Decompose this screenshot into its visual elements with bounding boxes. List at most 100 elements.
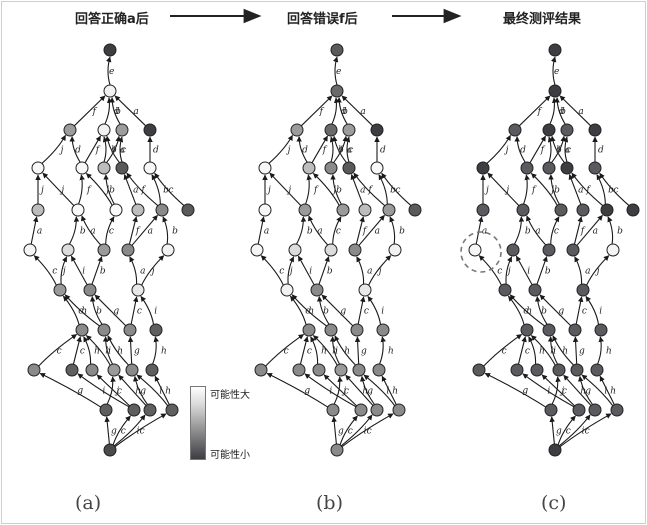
edge-label: j xyxy=(288,266,293,276)
edge-label: b xyxy=(545,266,551,276)
graph-node xyxy=(109,203,123,217)
graph-node xyxy=(115,161,129,175)
graph-edge xyxy=(84,135,101,164)
edge-label: i xyxy=(386,386,389,396)
graph-edge xyxy=(123,174,137,205)
graph-edge xyxy=(102,136,109,163)
edge-label: c xyxy=(307,346,312,356)
graph-node xyxy=(107,363,121,377)
graph-edge xyxy=(78,174,85,205)
graph-node xyxy=(65,363,79,377)
edge-label: a xyxy=(133,185,138,195)
graph-edge xyxy=(581,374,614,407)
graph-edge xyxy=(41,134,66,164)
graph-node xyxy=(560,123,574,137)
graph-node xyxy=(71,203,85,217)
graph-node xyxy=(376,323,390,337)
graph-node xyxy=(570,363,584,377)
graph-node xyxy=(83,283,97,297)
edge-label: i xyxy=(547,386,550,396)
graph-edge xyxy=(345,374,374,406)
graph-edge xyxy=(551,376,561,405)
graph-edge xyxy=(38,334,78,367)
graph-edge xyxy=(355,216,365,245)
graph-edge xyxy=(118,374,147,406)
edge-label: c xyxy=(364,306,369,316)
graph-edge xyxy=(105,216,115,245)
graph-edge xyxy=(548,174,560,205)
graph-node xyxy=(143,161,157,175)
edge-label: a xyxy=(585,266,590,276)
graph-node xyxy=(382,203,396,217)
graph-edge xyxy=(300,95,333,127)
graph-edge xyxy=(333,135,348,163)
edge-label: i xyxy=(364,426,367,436)
graph-edge xyxy=(268,134,293,164)
graph-edge xyxy=(105,56,112,86)
edge-label: e xyxy=(336,67,341,77)
graph-node xyxy=(588,161,602,175)
graph-node xyxy=(155,203,169,217)
edge-label: a xyxy=(120,145,125,155)
graph-edge xyxy=(307,215,329,246)
edge-label: c xyxy=(585,426,590,436)
graph-edge xyxy=(291,294,327,327)
graph-node xyxy=(610,403,624,417)
edge-label: j xyxy=(504,185,509,195)
edge-label: b xyxy=(323,306,329,316)
graph-node xyxy=(258,161,272,175)
graph-node xyxy=(298,203,312,217)
graph-node xyxy=(342,123,356,137)
graph-edge xyxy=(62,295,80,325)
graph-edge xyxy=(89,296,103,325)
graph-edge xyxy=(340,414,373,447)
graph-edge xyxy=(518,95,551,127)
edge-label: a xyxy=(148,226,153,236)
edge-label: g xyxy=(111,426,117,436)
edge-label: a xyxy=(133,107,138,117)
edge-label: i xyxy=(108,346,111,356)
edge-label: h xyxy=(344,346,350,356)
edge-label: i xyxy=(604,386,607,396)
graph-edge xyxy=(575,296,584,325)
graph-node xyxy=(310,283,324,297)
edge-label: b xyxy=(336,185,342,195)
edge-label: h xyxy=(94,346,100,356)
graph-node xyxy=(330,84,344,98)
edge-label: j xyxy=(114,386,119,396)
graph-node xyxy=(600,203,614,217)
graph-node xyxy=(588,123,602,137)
graph-edge xyxy=(313,173,340,206)
graph-node xyxy=(99,403,113,417)
graph-node xyxy=(588,403,602,417)
graph-node xyxy=(103,43,117,57)
graph-edge xyxy=(151,174,161,205)
graph-edge xyxy=(596,174,606,205)
graph-edge xyxy=(557,415,576,446)
edge-label: c xyxy=(117,386,122,396)
graph-node xyxy=(530,363,544,377)
graph-edge xyxy=(571,172,604,207)
graph-node xyxy=(85,363,99,377)
edge-label: g xyxy=(134,346,140,356)
graph-edge xyxy=(389,216,396,245)
graph-edge xyxy=(70,255,88,286)
edge-label: i xyxy=(335,346,338,356)
edge-label: i xyxy=(582,426,585,436)
edge-label: b xyxy=(172,226,178,236)
graph-node xyxy=(548,43,562,57)
edge-label: f xyxy=(537,107,543,117)
graph-node xyxy=(326,403,340,417)
graph-edge xyxy=(541,374,576,407)
edge-label: i xyxy=(154,306,157,316)
graph-node xyxy=(342,161,356,175)
edge-label: c xyxy=(52,266,57,276)
graph-edge xyxy=(104,416,110,445)
graph-edge xyxy=(517,336,527,365)
graph-edge xyxy=(530,335,556,366)
edge-label: c xyxy=(395,185,400,195)
graph-node xyxy=(125,363,139,377)
graph-node xyxy=(552,363,566,377)
